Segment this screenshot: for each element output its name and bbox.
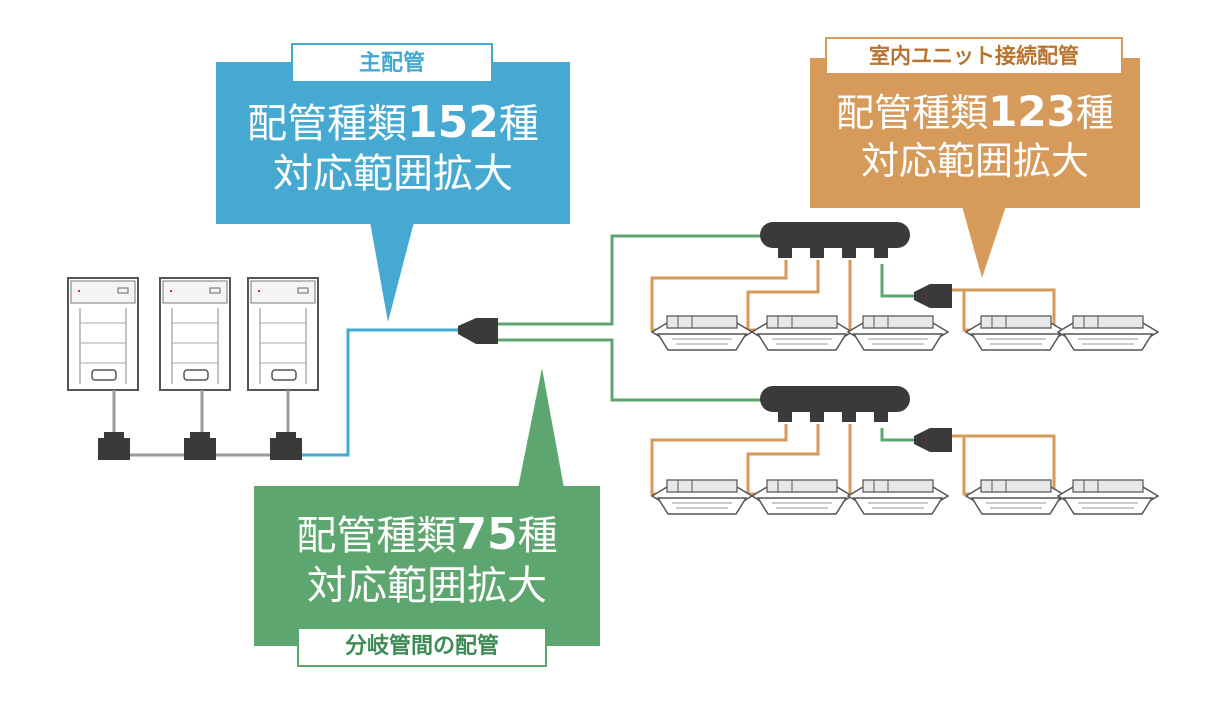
main-pipe-line1: 配管種類152種 <box>216 98 570 149</box>
indoor-pipe-tag: 室内ユニット接続配管 <box>828 41 1120 71</box>
ceiling-cassette-icon <box>1057 315 1159 351</box>
ceiling-cassette-icon <box>751 315 853 351</box>
branch-joint-icon <box>458 318 498 344</box>
branch-pipe-count: 75 <box>456 509 518 560</box>
outdoor-unit-icon <box>159 277 231 391</box>
branch-pipe-line1: 配管種類75種 <box>254 510 600 561</box>
indoor-pipe-type-label: 配管種類 <box>836 91 989 135</box>
branch-header-icon <box>760 222 910 258</box>
main-pipe-type-label: 配管種類 <box>247 101 408 147</box>
ceiling-cassette-icon <box>847 315 949 351</box>
main-pipe-unit: 種 <box>498 101 539 147</box>
main-pipe-callout: 配管種類152種 対応範囲拡大 <box>216 98 570 199</box>
branch-header-icon <box>760 386 910 422</box>
ceiling-cassette-icon <box>651 315 753 351</box>
ceiling-cassette-icon <box>847 479 949 515</box>
branch-pipe-callout: 配管種類75種 対応範囲拡大 <box>254 510 600 611</box>
indoor-pipe-line1: 配管種類123種 <box>810 88 1140 137</box>
branch-pipe-tag: 分岐管間の配管 <box>300 631 544 663</box>
ceiling-cassette-icon <box>965 315 1067 351</box>
branch-joint-icon <box>914 284 952 452</box>
main-pipe-line2: 対応範囲拡大 <box>273 151 513 197</box>
ceiling-cassette-icon <box>1057 479 1159 515</box>
outdoor-joint-icon <box>98 432 302 460</box>
main-pipe <box>302 328 462 457</box>
ceiling-cassette-icon <box>965 479 1067 515</box>
main-pipe-count: 152 <box>407 97 499 148</box>
indoor-pipes <box>650 260 1080 496</box>
main-pipe-tag: 主配管 <box>294 48 490 80</box>
branch-pipe-unit: 種 <box>517 513 558 559</box>
branch-pipes <box>498 234 916 442</box>
ceiling-cassette-icon <box>751 479 853 515</box>
outdoor-unit-icon <box>67 277 139 391</box>
branch-pipe-type-label: 配管種類 <box>296 513 457 559</box>
outdoor-connection-pipes <box>112 390 290 457</box>
indoor-pipe-unit: 種 <box>1075 91 1114 135</box>
outdoor-unit-icon <box>247 277 319 391</box>
indoor-pipe-callout: 配管種類123種 対応範囲拡大 <box>810 88 1140 185</box>
indoor-pipe-line2: 対応範囲拡大 <box>860 139 1089 183</box>
ceiling-cassette-icon <box>651 479 753 515</box>
indoor-pipe-count: 123 <box>988 87 1076 136</box>
branch-pipe-line2: 対応範囲拡大 <box>307 563 547 609</box>
